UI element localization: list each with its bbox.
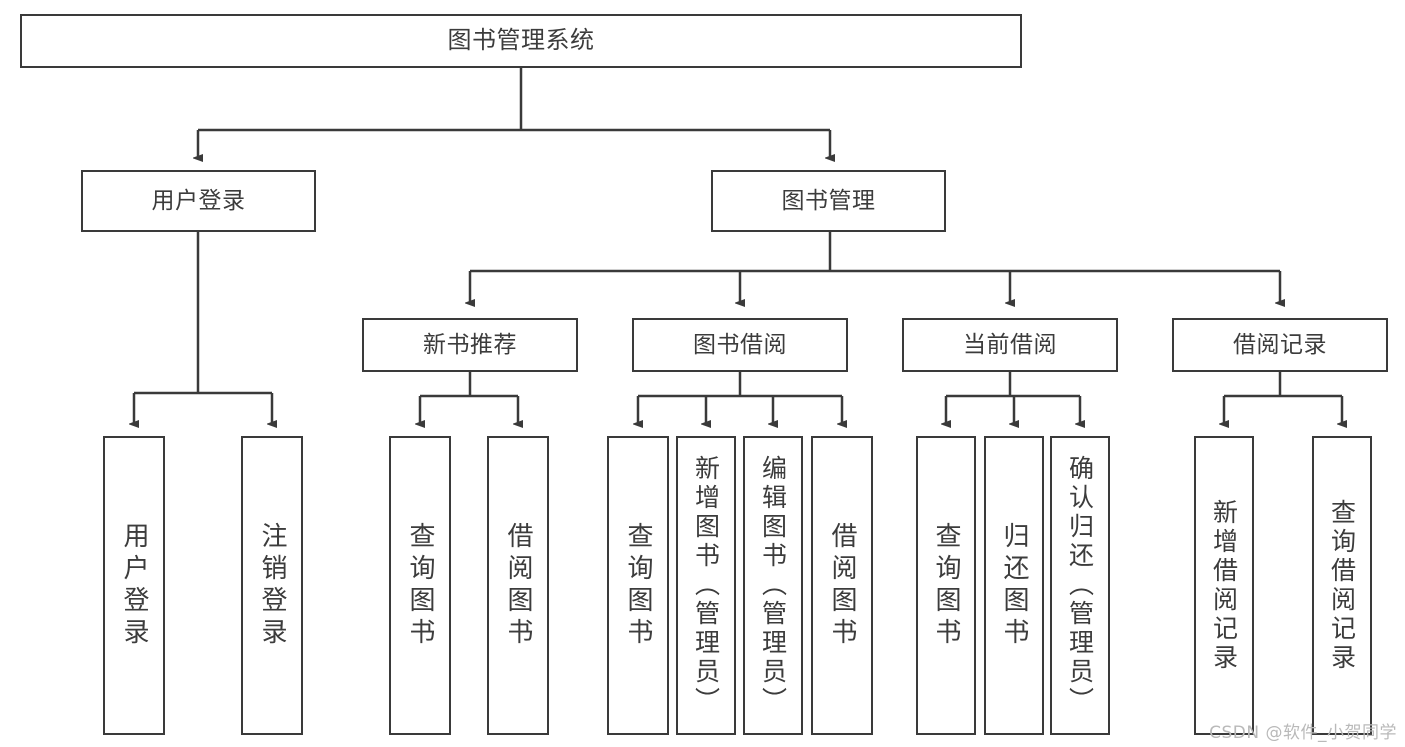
leaf-borrow-book-recommend[interactable]: 借阅图书 (487, 436, 549, 735)
leaf-borrow-book[interactable]: 借阅图书 (811, 436, 873, 735)
leaf-confirm-return-admin[interactable]: 确认归还（管理员） (1050, 436, 1110, 735)
node-label: 图书管理系统 (447, 26, 595, 55)
node-label: 新书推荐 (423, 331, 517, 358)
node-borrow-record[interactable]: 借阅记录 (1172, 318, 1388, 372)
leaf-return-book[interactable]: 归还图书 (984, 436, 1044, 735)
node-label: 查询图书 (623, 522, 653, 650)
node-label: 确认归还（管理员） (1065, 455, 1095, 716)
node-label: 当前借阅 (963, 331, 1057, 358)
node-label: 用户登录 (151, 187, 246, 214)
node-label: 借阅图书 (503, 522, 533, 650)
node-label: 图书管理 (781, 187, 876, 214)
node-label: 查询借阅记录 (1327, 499, 1357, 673)
node-root-book-management-system[interactable]: 图书管理系统 (20, 14, 1022, 68)
node-label: 图书借阅 (693, 331, 787, 358)
node-label: 借阅图书 (827, 522, 857, 650)
node-label: 查询图书 (405, 522, 435, 650)
leaf-query-borrow-record[interactable]: 查询借阅记录 (1312, 436, 1372, 735)
leaf-edit-book-admin[interactable]: 编辑图书（管理员） (743, 436, 803, 735)
leaf-user-login[interactable]: 用户登录 (103, 436, 165, 735)
node-current-borrow[interactable]: 当前借阅 (902, 318, 1118, 372)
node-label: 注销登录 (257, 522, 287, 650)
node-label: 编辑图书（管理员） (758, 455, 788, 716)
node-label: 借阅记录 (1233, 331, 1327, 358)
leaf-query-book-current[interactable]: 查询图书 (916, 436, 976, 735)
node-book-management[interactable]: 图书管理 (711, 170, 946, 232)
node-user-login[interactable]: 用户登录 (81, 170, 316, 232)
leaf-query-book-recommend[interactable]: 查询图书 (389, 436, 451, 735)
node-label: 查询图书 (931, 522, 961, 650)
leaf-query-book-borrow[interactable]: 查询图书 (607, 436, 669, 735)
node-label: 用户登录 (119, 522, 149, 650)
leaf-add-borrow-record[interactable]: 新增借阅记录 (1194, 436, 1254, 735)
watermark: CSDN @软件_小贺同学 (1209, 723, 1397, 743)
node-label: 新增图书（管理员） (691, 455, 721, 716)
node-book-borrow[interactable]: 图书借阅 (632, 318, 848, 372)
node-new-book-recommend[interactable]: 新书推荐 (362, 318, 578, 372)
node-label: 新增借阅记录 (1209, 499, 1239, 673)
leaf-logout-login[interactable]: 注销登录 (241, 436, 303, 735)
leaf-add-book-admin[interactable]: 新增图书（管理员） (676, 436, 736, 735)
node-label: 归还图书 (999, 522, 1029, 650)
